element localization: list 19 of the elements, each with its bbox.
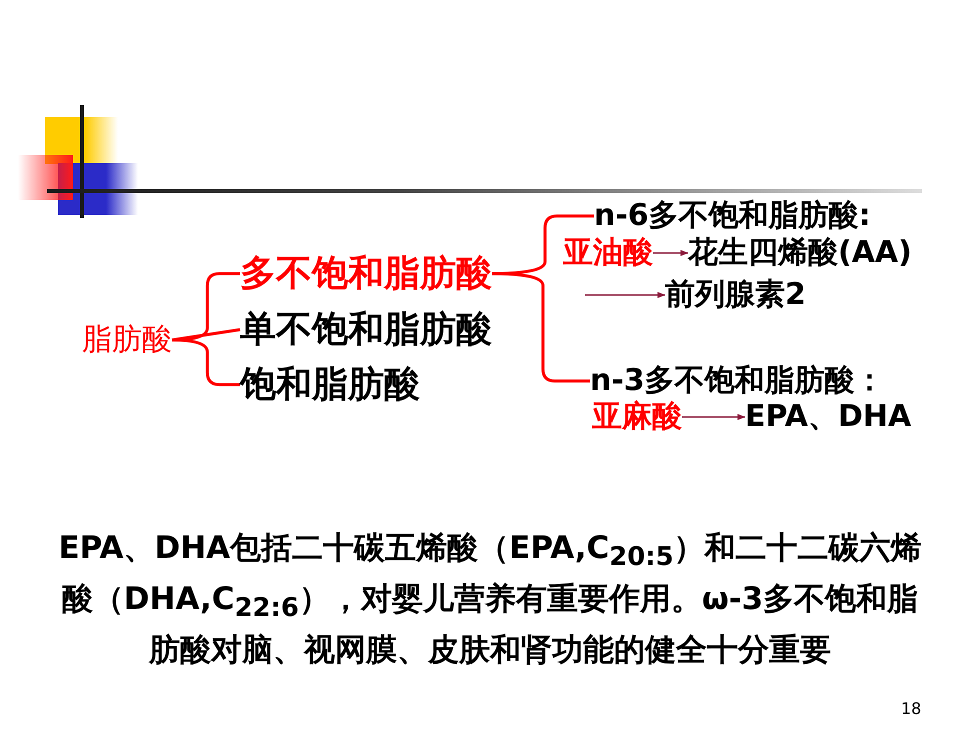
- brace-line: [172, 338, 240, 386]
- compound-label: 花生四烯酸(AA): [688, 235, 912, 271]
- category-label: 脂肪酸: [82, 322, 172, 358]
- compound-label: 亚麻酸: [592, 399, 682, 435]
- arrow: [585, 292, 666, 298]
- category-label: 单不饱和脂肪酸: [240, 308, 492, 352]
- page-number: 18: [901, 699, 922, 718]
- group-heading: n-6多不饱和脂肪酸:: [594, 198, 871, 234]
- category-label: 饱和脂肪酸: [240, 363, 420, 406]
- arrow: [653, 250, 688, 256]
- compound-label: EPA、DHA: [745, 399, 912, 435]
- caption-text: EPA、DHA包括二十碳五烯酸（EPA,C$_{20:5}$）和二十二碳六烯酸（DHA,C$_{22:6}$），对婴儿营养有重要作用。ω-3多不饱和脂肪酸对脑、视网膜、皮肤和肾功能的健全十分重要: [57, 529, 923, 670]
- group-heading: n-3多不饱和脂肪酸：: [590, 363, 885, 399]
- brace-line: [172, 328, 240, 342]
- brace-line: [492, 272, 590, 382]
- compound-label: 亚油酸: [563, 235, 653, 271]
- compound-label: 前列腺素2: [665, 277, 806, 313]
- arrow: [682, 414, 746, 420]
- category-label: 多不饱和脂肪酸: [240, 252, 492, 296]
